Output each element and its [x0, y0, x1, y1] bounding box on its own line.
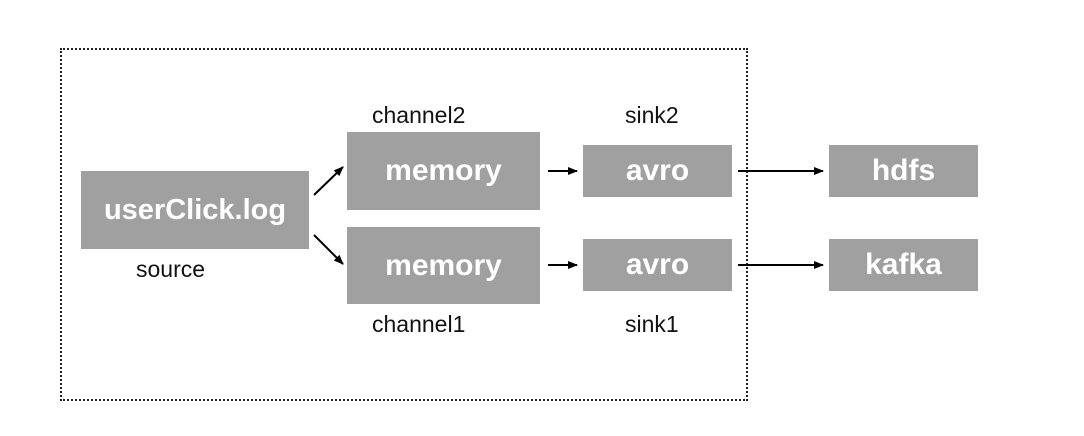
source-box-label: userClick.log — [103, 193, 287, 226]
channel2-box: memory — [347, 132, 540, 210]
sink2-box: avro — [583, 145, 732, 197]
sink1-box: avro — [583, 239, 732, 291]
channel1-caption: channel1 — [372, 311, 466, 337]
channel1-box-label: memory — [385, 248, 502, 282]
hdfs-box: hdfs — [829, 145, 978, 197]
sink1-caption: sink1 — [625, 311, 679, 337]
sink2-box-label: avro — [625, 154, 690, 187]
source-caption: source — [136, 256, 206, 282]
kafka-box: kafka — [829, 239, 978, 291]
kafka-box-label: kafka — [865, 248, 942, 281]
hdfs-box-label: hdfs — [871, 154, 936, 187]
channel1-box: memory — [347, 227, 540, 304]
sink1-box-label: avro — [625, 248, 690, 281]
source-box: userClick.log — [81, 171, 309, 249]
agent-boundary-frame — [60, 48, 748, 401]
sink2-caption: sink2 — [625, 102, 679, 128]
channel2-box-label: memory — [385, 154, 502, 187]
channel2-caption: channel2 — [372, 102, 466, 128]
